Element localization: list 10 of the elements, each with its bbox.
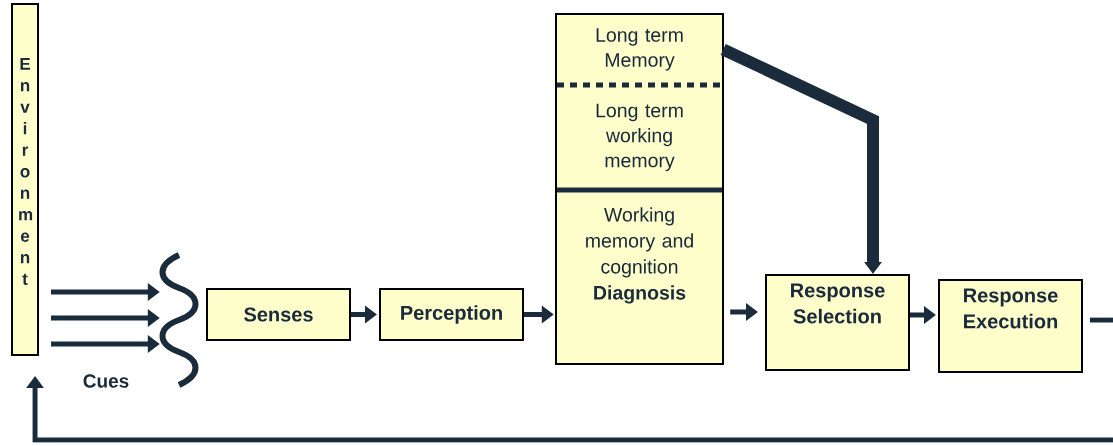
memory-section: Long term Memory bbox=[556, 14, 723, 85]
process-box: Response Execution bbox=[938, 279, 1083, 373]
vertical-box: Environment bbox=[11, 3, 39, 356]
process-box: Response Selection bbox=[765, 274, 910, 371]
cue-label: Cues bbox=[83, 374, 129, 388]
memory-section: Working memory and cognition Diagnosis bbox=[556, 190, 723, 364]
wavy-line bbox=[159, 252, 199, 388]
process-box: Senses bbox=[206, 288, 351, 341]
process-box: Perception bbox=[379, 288, 524, 341]
memory-section: Long term working memory bbox=[556, 85, 723, 190]
